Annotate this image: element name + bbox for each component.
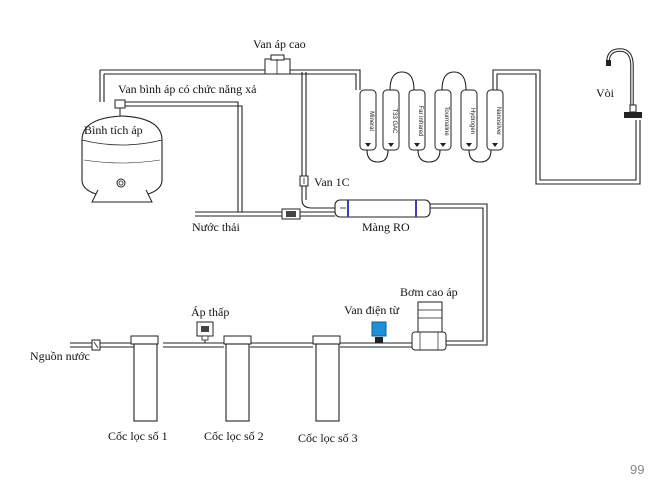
pump-icon: [411, 301, 447, 351]
to-faucet-pipe-outer: [496, 73, 641, 185]
post-filter-label-5: Hydrogen: [469, 108, 475, 134]
waste-pipe-2: [300, 211, 335, 217]
filter-cup-3: [312, 335, 341, 422]
post-filter-label-1: Mineral: [368, 111, 374, 131]
bend-4-5: [441, 71, 467, 91]
tank-top-pipe: [100, 69, 265, 75]
label-filter-cup-3: Cốc lọc số 3: [298, 431, 358, 445]
source-valve-icon: [91, 339, 101, 351]
post-filter-label-6: Nanosilver: [495, 107, 501, 135]
filter-cup-1: [130, 335, 159, 422]
label-pump: Bơm cao áp: [400, 285, 458, 299]
bend-3-4: [417, 149, 441, 163]
label-low-pressure: Áp thấp: [191, 305, 229, 319]
label-high-pressure-valve: Van áp cao: [253, 37, 306, 51]
label-faucet: Vòi: [596, 86, 615, 100]
faucet-icon: [606, 48, 642, 118]
low-pressure-switch-icon: [196, 321, 214, 343]
tank-drop-pipe: [99, 70, 105, 102]
to-filters-pipe: [290, 69, 361, 90]
post-filter-6: Nanosilver: [486, 89, 504, 151]
tank-valve-pipe: [122, 101, 243, 212]
post-filter-2: T33 GAC: [382, 89, 400, 151]
post-filter-1: Mineral: [359, 89, 377, 151]
post-filter-4: Tourmaline: [434, 89, 452, 151]
post-filter-3: Far infrared: [408, 89, 426, 151]
page-number: 99: [630, 462, 644, 477]
high-pressure-valve-icon: [264, 54, 291, 75]
pump-to-ro-pipe: [430, 207, 484, 342]
label-filter-cup-2: Cốc lọc số 2: [204, 429, 264, 443]
solenoid-valve-icon: [371, 321, 387, 343]
tank-valve-icon: [114, 99, 126, 116]
label-one-way-valve: Van 1C: [314, 175, 350, 189]
ro-out-bend: [301, 199, 335, 209]
label-ro-membrane: Màng RO: [362, 220, 410, 234]
bend-1-2: [366, 149, 389, 163]
pressure-tank: [81, 115, 163, 203]
label-water-source: Nguồn nước: [30, 349, 90, 363]
post-filter-label-4: Tourmaline: [443, 106, 449, 136]
label-filter-cup-1: Cốc lọc số 1: [108, 429, 168, 443]
flow-restrictor-icon: [281, 208, 301, 220]
waste-pipe: [195, 211, 282, 217]
filter-cup-2: [223, 335, 252, 422]
label-pressure-tank-valve: Van bình áp có chức năng xả: [118, 82, 257, 96]
pump-to-ro-pipe-outer: [430, 203, 488, 346]
to-faucet-pipe: [492, 69, 637, 181]
label-waste-water: Nước thải: [192, 220, 241, 234]
label-pressure-tank: Bình tích áp: [84, 123, 143, 137]
one-way-valve-icon: [299, 175, 309, 187]
post-filter-label-3: Far infrared: [417, 105, 423, 136]
post-filter-5: Hydrogen: [460, 89, 478, 151]
label-solenoid-valve: Van điện từ: [344, 303, 400, 317]
bend-2-3: [389, 71, 415, 91]
bend-5-6: [468, 149, 492, 163]
ro-membrane: [334, 199, 431, 218]
post-filter-label-2: T33 GAC: [391, 108, 397, 134]
